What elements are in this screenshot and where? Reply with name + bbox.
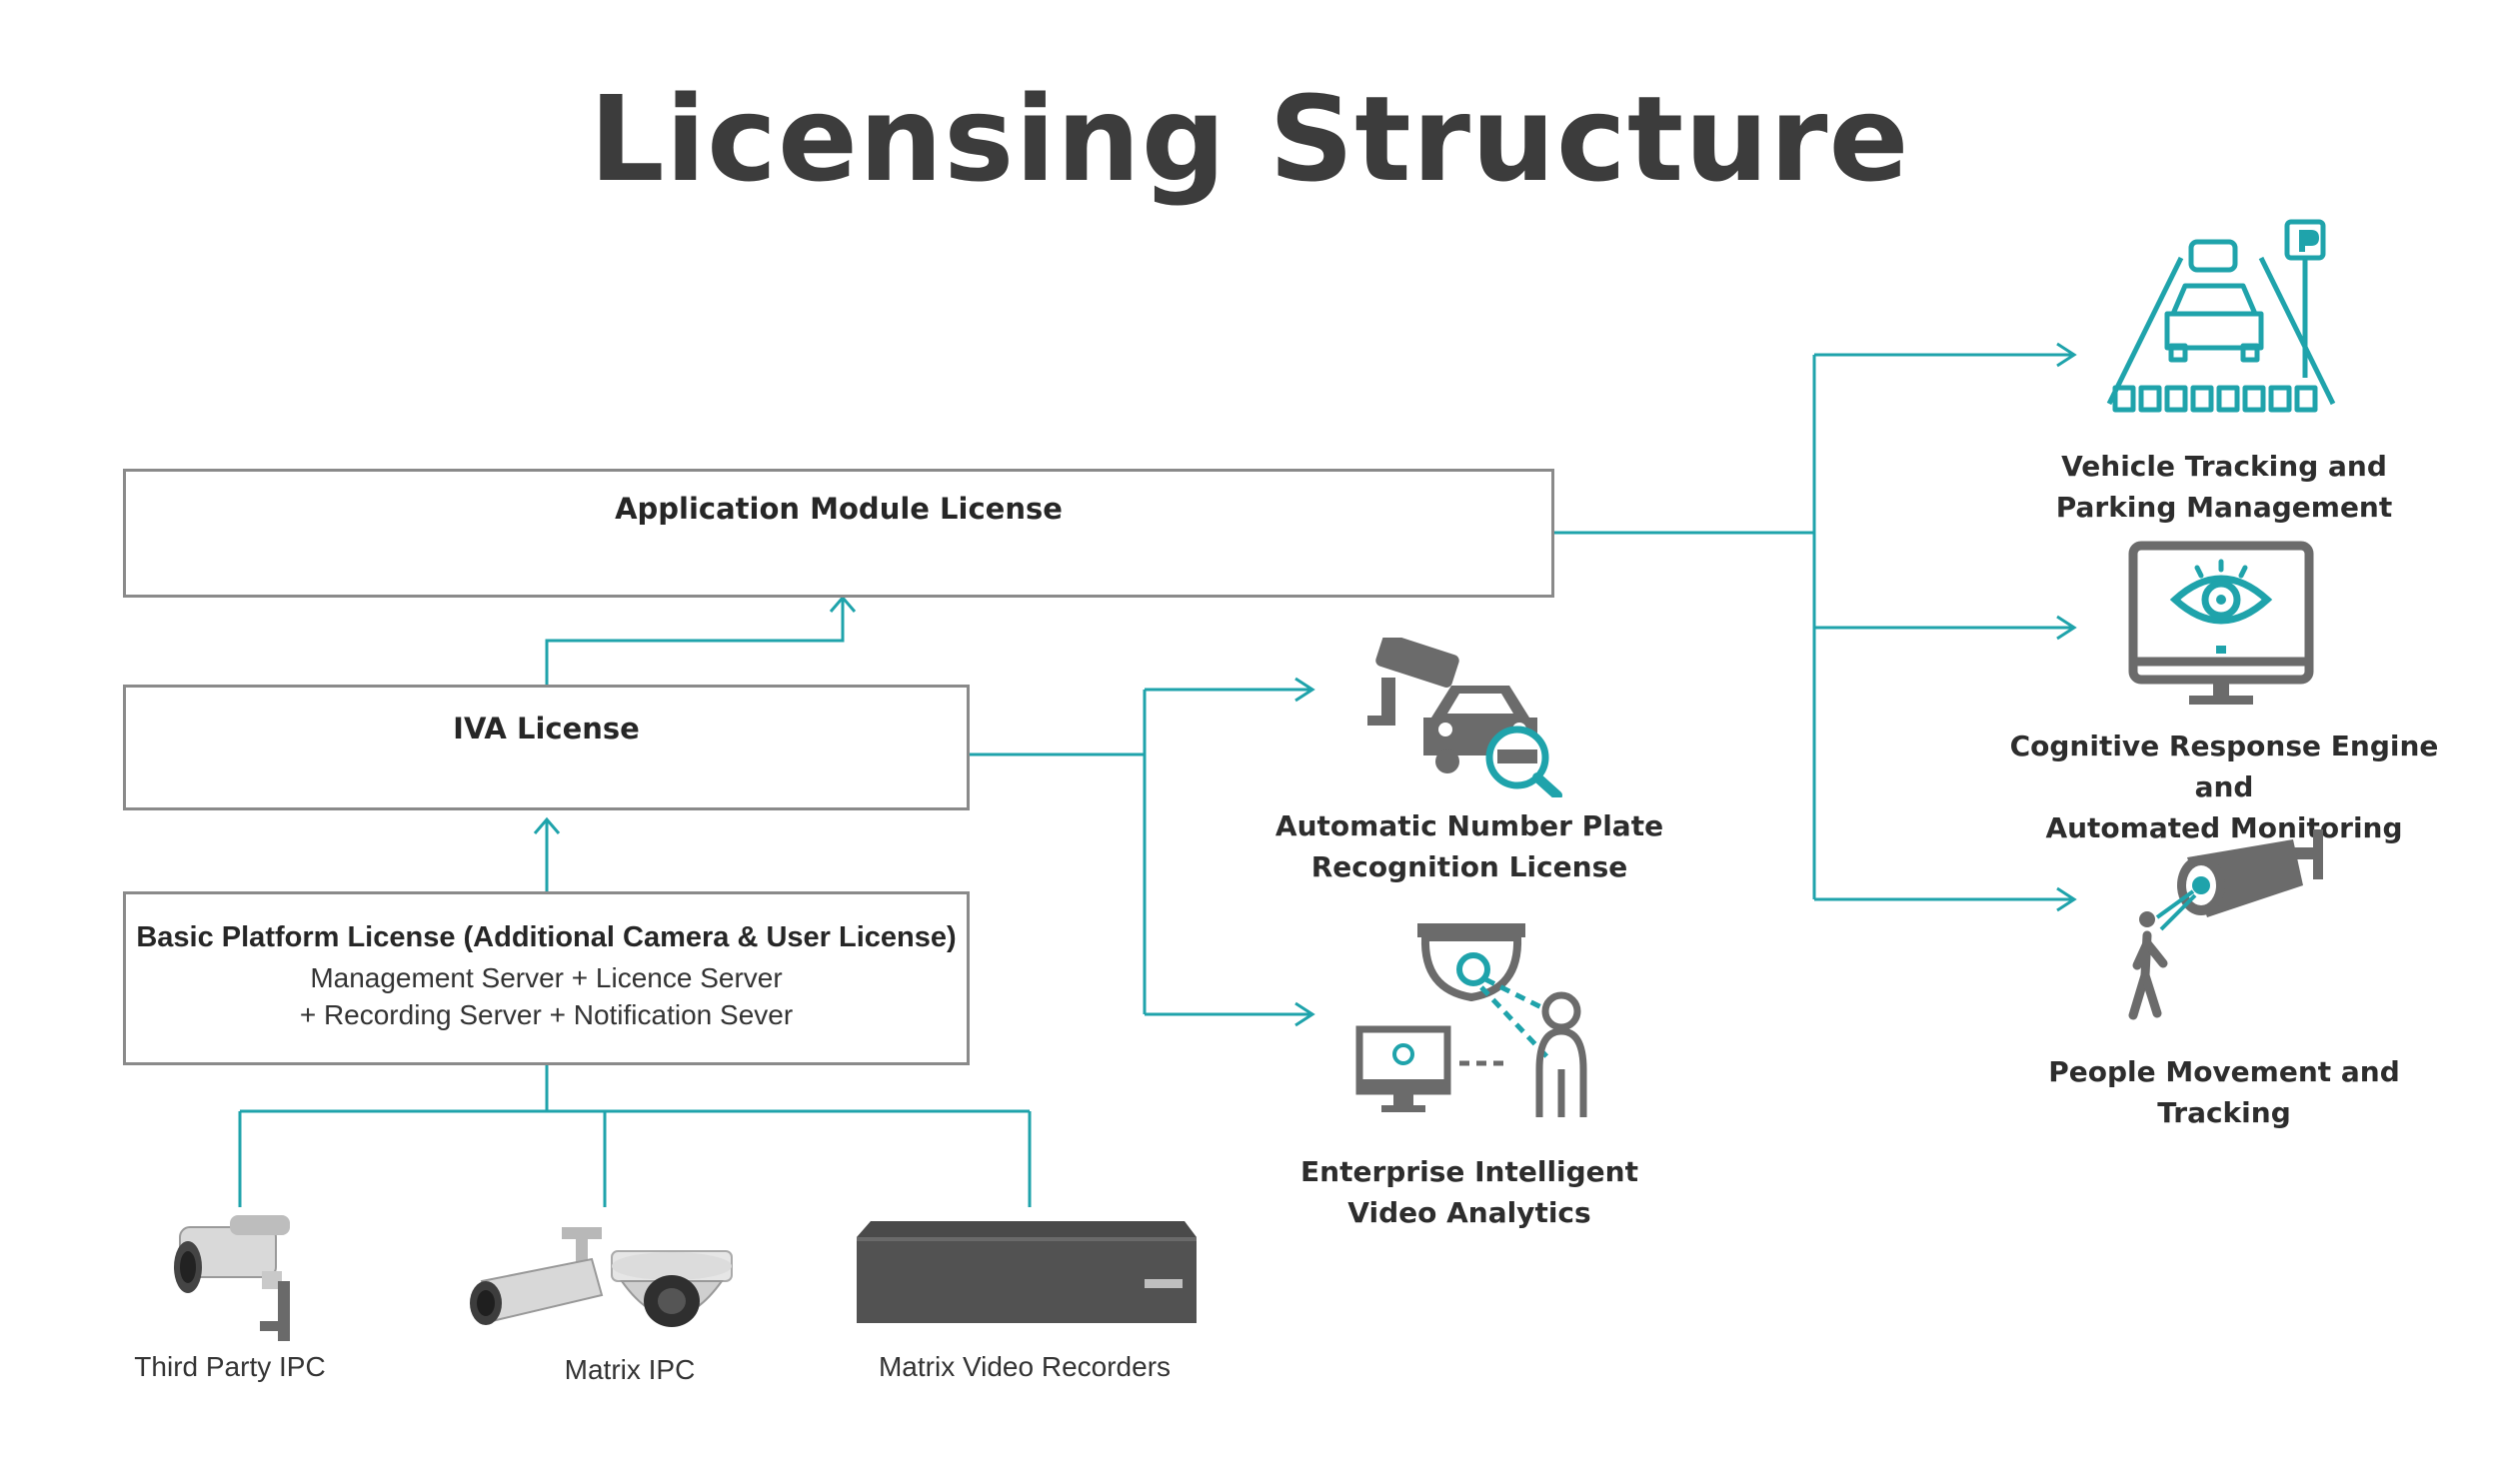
arrowhead-to-people bbox=[2056, 886, 2077, 912]
iva-license-title: IVA License bbox=[453, 712, 640, 745]
video-recorder-icon bbox=[857, 1221, 1197, 1323]
eiva-label: Enterprise Intelligent Video Analytics bbox=[1250, 1151, 1689, 1233]
dome-camera-person-icon bbox=[1355, 923, 1587, 1117]
monitor-eye-icon bbox=[2128, 541, 2314, 705]
anpr-label: Automatic Number Plate Recognition Licen… bbox=[1250, 805, 1689, 887]
matrix-video-recorders-label: Matrix Video Recorders bbox=[878, 1351, 1172, 1382]
vehicle-tracking-label-line1: Vehicle Tracking and bbox=[2061, 450, 2387, 483]
vehicle-tracking-label-line2: Parking Management bbox=[2055, 491, 2393, 524]
cognitive-label-line1: Cognitive Response Engine and bbox=[2009, 730, 2439, 803]
iva-license-box: IVA License bbox=[123, 685, 970, 810]
vehicle-tracking-label: Vehicle Tracking and Parking Management bbox=[2009, 446, 2439, 528]
arrowhead-to-cognitive bbox=[2056, 615, 2077, 641]
people-tracking-camera-icon bbox=[2128, 829, 2323, 1020]
matrix-ipc-camera-icon bbox=[470, 1227, 733, 1327]
arrowhead-basic-to-iva bbox=[533, 816, 561, 834]
cognitive-label: Cognitive Response Engine and Automated … bbox=[1999, 726, 2449, 848]
basic-platform-license-line2: + Recording Server + Notification Sever bbox=[299, 999, 794, 1030]
people-movement-label-line2: Tracking bbox=[2157, 1096, 2291, 1129]
arrowhead-iva-to-application bbox=[829, 595, 857, 613]
application-module-license-title: Application Module License bbox=[615, 492, 1063, 526]
car-camera-icon bbox=[1367, 638, 1562, 797]
connector-iva-to-application bbox=[545, 598, 845, 685]
matrix-ipc-label: Matrix IPC bbox=[564, 1354, 696, 1385]
parking-car-icon bbox=[2106, 219, 2336, 413]
people-movement-label-line1: People Movement and bbox=[2048, 1055, 2400, 1088]
basic-platform-license-title: Basic Platform License (Additional Camer… bbox=[136, 921, 957, 953]
anpr-label-line2: Recognition License bbox=[1310, 850, 1628, 883]
cognitive-label-line2: Automated Monitoring bbox=[2045, 811, 2403, 844]
third-party-camera-icon bbox=[174, 1215, 290, 1341]
arrowhead-to-eiva bbox=[1294, 1001, 1315, 1027]
arrowhead-to-vehicle bbox=[2056, 342, 2077, 368]
people-movement-label: People Movement and Tracking bbox=[2009, 1051, 2439, 1133]
application-module-license-box: Application Module License bbox=[123, 469, 1554, 598]
eiva-label-line1: Enterprise Intelligent bbox=[1300, 1155, 1638, 1188]
eiva-label-line2: Video Analytics bbox=[1347, 1196, 1591, 1229]
basic-platform-license-line1: Management Server + Licence Server bbox=[310, 962, 783, 993]
page-title: Licensing Structure bbox=[589, 70, 1910, 208]
anpr-label-line1: Automatic Number Plate bbox=[1274, 809, 1664, 842]
basic-platform-license-box: Basic Platform License (Additional Camer… bbox=[123, 891, 970, 1065]
arrowhead-to-anpr bbox=[1294, 677, 1315, 703]
third-party-ipc-label: Third Party IPC bbox=[134, 1351, 326, 1382]
